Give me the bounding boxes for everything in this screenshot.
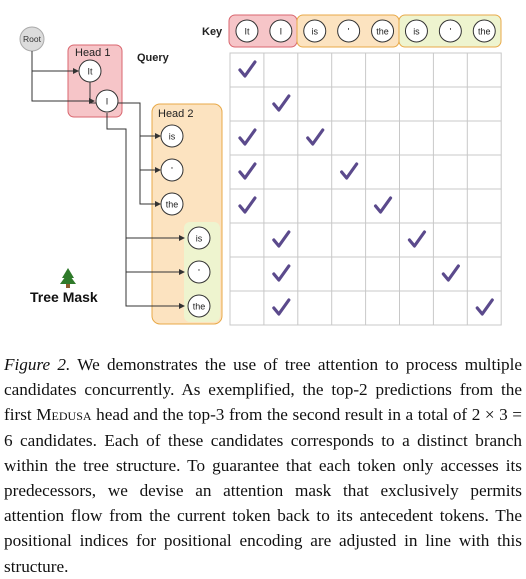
query-token-5-label: the — [193, 302, 206, 312]
key-token-3-label: ' — [348, 27, 350, 37]
tree-attention-diagram: Head 1 Head 2 Query Key Tree Mask Root I… — [19, 14, 502, 326]
check-mark-r7-c1 — [272, 298, 291, 316]
root-label: Root — [23, 34, 42, 44]
query-token-4-label: ' — [198, 268, 200, 278]
check-mark-r2-c0 — [238, 128, 257, 146]
key-token-7: the — [472, 19, 496, 43]
key-token-4-label: the — [376, 27, 389, 37]
head1-label: Head 1 — [75, 47, 110, 59]
key-token-0-label: It — [244, 27, 250, 37]
check-mark-r3-c0 — [238, 162, 257, 180]
key-token-1-label: I — [280, 27, 283, 37]
query-token-0: is — [160, 124, 184, 148]
query-token-2: the — [160, 192, 184, 216]
head2-label: Head 2 — [158, 108, 193, 120]
check-mark-r1-c1 — [272, 94, 291, 112]
key-token-6-label: ' — [449, 27, 451, 37]
check-mark-r0-c0 — [238, 60, 257, 78]
key-token-5-label: is — [413, 27, 420, 37]
check-mark-r6-c6 — [441, 264, 460, 282]
key-token-0: It — [235, 19, 259, 43]
tree-mask-checks — [238, 60, 494, 316]
caption-text-part1: We demonstrates the use of tree attentio… — [4, 355, 522, 425]
key-token-6: ' — [438, 19, 462, 43]
check-mark-r4-c0 — [238, 196, 257, 214]
key-token-1: I — [269, 19, 293, 43]
check-mark-r3-c3 — [340, 162, 359, 180]
edge-it-is — [89, 82, 161, 139]
tree-mask-grid — [229, 52, 502, 326]
check-mark-r2-c2 — [306, 128, 325, 146]
check-mark-r5-c1 — [272, 230, 291, 248]
query-label: Query — [137, 52, 170, 64]
caption-medusa: Medusa — [36, 405, 92, 425]
edge-i-is — [106, 113, 185, 241]
query-token-3-label: is — [196, 234, 203, 244]
check-mark-r7-c7 — [475, 298, 494, 316]
caption-figure-label: Figure 2. — [4, 355, 71, 374]
head1-token-1: I — [95, 89, 119, 113]
query-token-5: the — [187, 294, 211, 318]
head1-token-1-label: I — [106, 97, 109, 107]
key-token-5: is — [404, 19, 428, 43]
key-token-2-label: is — [312, 27, 319, 37]
tree-edges — [31, 51, 185, 309]
check-mark-r5-c5 — [407, 230, 427, 248]
tree-mask-label: Tree Mask — [30, 289, 98, 305]
edge-i-the — [125, 272, 185, 309]
query-token-4: ' — [187, 260, 211, 284]
query-token-0-label: is — [169, 132, 176, 142]
query-token-2-label: the — [166, 200, 179, 210]
root-node: Root — [19, 26, 45, 52]
query-token-1: ' — [160, 158, 184, 182]
query-token-1-label: ' — [171, 166, 173, 176]
head1-token-0: It — [78, 59, 102, 83]
key-token-4: the — [371, 19, 395, 43]
caption-text-part2: head and the top-3 from the second resul… — [4, 405, 523, 576]
check-mark-r4-c4 — [373, 196, 393, 214]
key-label: Key — [202, 26, 223, 38]
key-token-2: is — [303, 19, 327, 43]
edge-root-i — [31, 51, 95, 104]
figure-caption: Figure 2. We demonstrates the use of tre… — [4, 352, 522, 579]
check-mark-r6-c1 — [272, 264, 291, 282]
head1-token-0-label: It — [87, 67, 93, 77]
edge-it-the — [139, 170, 161, 207]
tree-icon — [60, 268, 76, 288]
key-token-7-label: the — [478, 27, 491, 37]
key-token-3: ' — [337, 19, 361, 43]
query-token-3: is — [187, 226, 211, 250]
